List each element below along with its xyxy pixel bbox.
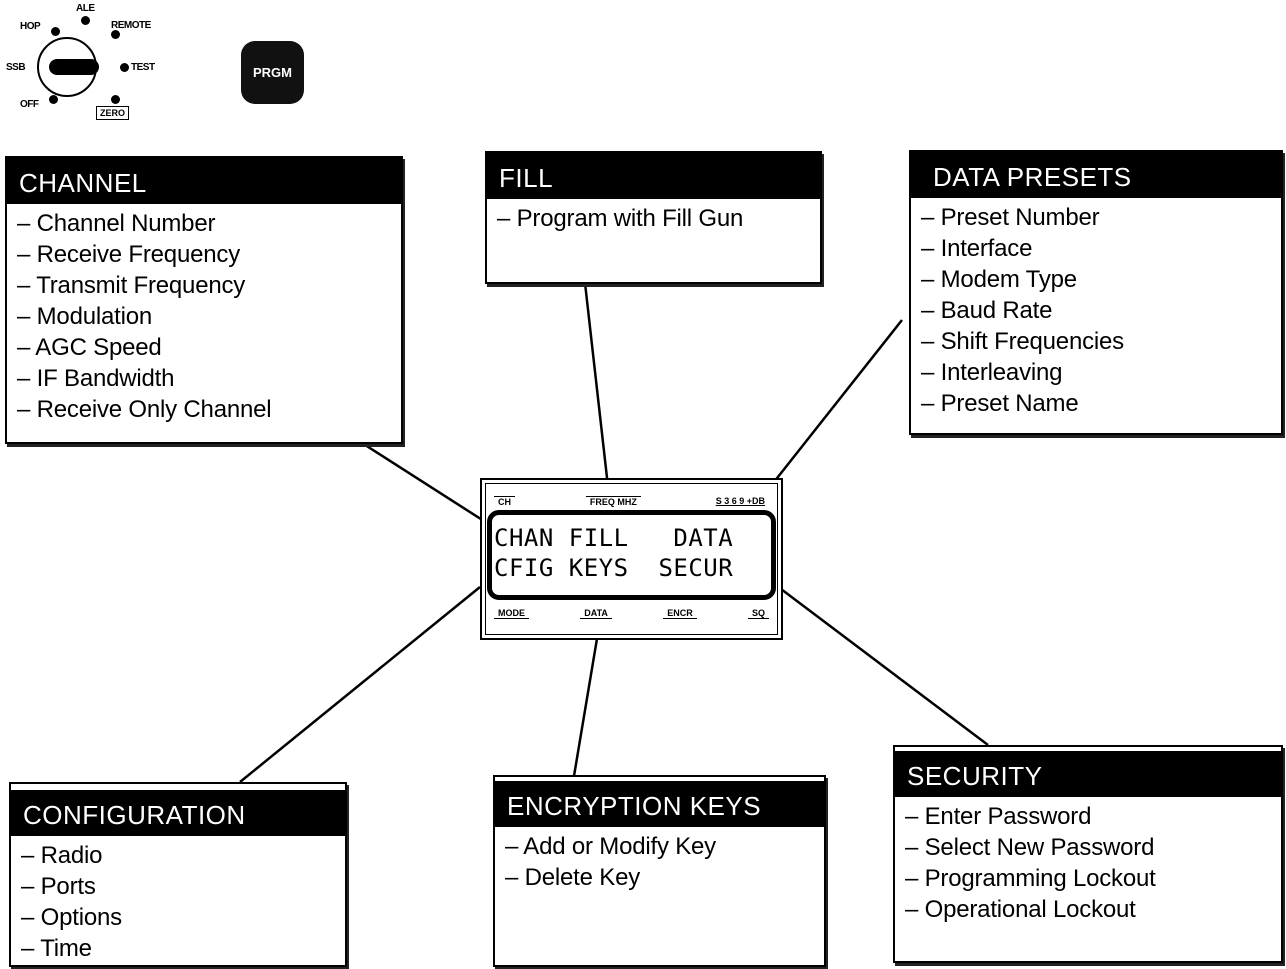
list-item: Baud Rate (921, 295, 1281, 326)
dial-position-dot (120, 63, 129, 72)
dial-pointer-icon (49, 59, 99, 75)
configuration-menu-list: Radio Ports Options Time (11, 836, 345, 964)
channel-menu-box: CHANNEL Channel Number Receive Frequency… (5, 156, 403, 444)
list-item: Interleaving (921, 357, 1281, 388)
list-item: Modulation (17, 301, 401, 332)
list-item: Preset Number (921, 202, 1281, 233)
display-label-freq: FREQ MHZ (585, 496, 641, 507)
list-item: Delete Key (505, 862, 824, 893)
display-label-sq: SQ (747, 608, 769, 619)
dial-label-off: OFF (20, 99, 39, 110)
list-item: Transmit Frequency (17, 270, 401, 301)
display-row-2: CFIG KEYS SECUR (494, 554, 734, 582)
list-item: Receive Frequency (17, 239, 401, 270)
data-presets-menu-title: DATA PRESETS (911, 152, 1281, 198)
encryption-keys-menu-list: Add or Modify Key Delete Key (495, 827, 824, 893)
fill-menu-box: FILL Program with Fill Gun (485, 151, 822, 284)
list-item: Time (21, 933, 345, 964)
fill-menu-title: FILL (487, 153, 820, 199)
data-presets-menu-box: DATA PRESETS Preset Number Interface Mod… (909, 150, 1283, 435)
list-item: Radio (21, 840, 345, 871)
list-item: Select New Password (905, 832, 1281, 863)
list-item: Preset Name (921, 388, 1281, 419)
channel-menu-title: CHANNEL (7, 158, 401, 204)
prgm-button[interactable]: PRGM (241, 41, 304, 104)
encryption-keys-menu-title: ENCRYPTION KEYS (495, 781, 824, 827)
encryption-keys-menu-box: ENCRYPTION KEYS Add or Modify Key Delete… (493, 775, 826, 967)
dial-label-hop: HOP (20, 21, 41, 32)
dial-label-zero: ZERO (96, 106, 130, 120)
display-bottom-labels: MODE DATA ENCR SQ (494, 608, 769, 619)
display-top-labels: CH FREQ MHZ S 3 6 9 +DB (494, 496, 769, 507)
display-label-mode: MODE (494, 608, 529, 619)
dial-position-dot (49, 95, 58, 104)
radio-display: CH FREQ MHZ S 3 6 9 +DB CHAN FILL DATA C… (480, 478, 783, 640)
security-menu-title: SECURITY (895, 751, 1281, 797)
dial-position-dot (111, 95, 120, 104)
display-label-data: DATA (580, 608, 612, 619)
dial-label-remote: REMOTE (111, 20, 151, 31)
list-item: IF Bandwidth (17, 363, 401, 394)
list-item: Program with Fill Gun (497, 203, 820, 234)
list-item: Interface (921, 233, 1281, 264)
display-row-1: CHAN FILL DATA (494, 524, 734, 552)
fill-menu-list: Program with Fill Gun (487, 199, 820, 234)
display-screen (487, 510, 776, 600)
dial-label-ale: ALE (76, 3, 95, 14)
list-item: Add or Modify Key (505, 831, 824, 862)
configuration-menu-title: CONFIGURATION (11, 790, 345, 836)
list-item: Options (21, 902, 345, 933)
display-label-ch: CH (494, 496, 515, 507)
configuration-menu-box: CONFIGURATION Radio Ports Options Time (9, 782, 347, 967)
dial-position-dot (51, 27, 60, 36)
dial-position-dot (111, 30, 120, 39)
list-item: Operational Lockout (905, 894, 1281, 925)
security-menu-list: Enter Password Select New Password Progr… (895, 797, 1281, 925)
display-label-encr: ENCR (663, 608, 697, 619)
list-item: AGC Speed (17, 332, 401, 363)
list-item: Receive Only Channel (17, 394, 401, 425)
list-item: Channel Number (17, 208, 401, 239)
connector-configuration (239, 586, 481, 783)
dial-label-ssb: SSB (6, 62, 26, 73)
display-label-signal: S 3 6 9 +DB (715, 496, 765, 506)
dial-label-test: TEST (131, 62, 155, 73)
security-menu-box: SECURITY Enter Password Select New Passw… (893, 745, 1283, 963)
list-item: Shift Frequencies (921, 326, 1281, 357)
mode-dial[interactable]: ALE HOP REMOTE SSB TEST OFF ZERO (0, 0, 190, 125)
list-item: Ports (21, 871, 345, 902)
list-item: Modem Type (921, 264, 1281, 295)
dial-position-dot (81, 16, 90, 25)
connector-channel (361, 441, 499, 532)
data-presets-menu-list: Preset Number Interface Modem Type Baud … (911, 198, 1281, 419)
connector-security (776, 585, 989, 746)
list-item: Enter Password (905, 801, 1281, 832)
channel-menu-list: Channel Number Receive Frequency Transmi… (7, 204, 401, 425)
list-item: Programming Lockout (905, 863, 1281, 894)
